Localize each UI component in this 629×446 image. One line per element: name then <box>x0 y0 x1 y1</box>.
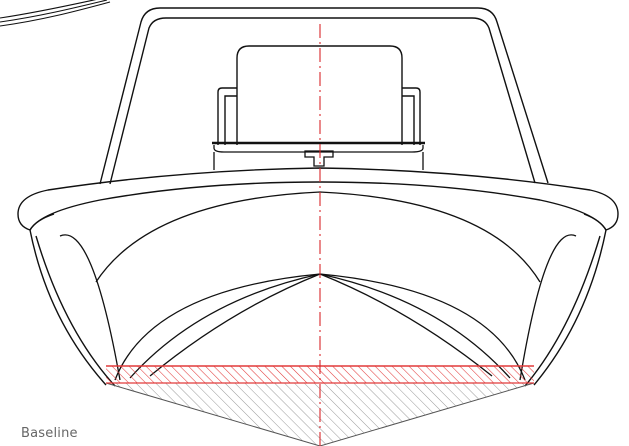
windscreen <box>217 45 421 145</box>
hull-sides <box>29 229 607 387</box>
gunwale-rail <box>17 167 619 231</box>
bow-cleat <box>304 150 334 167</box>
canopy-frame <box>99 7 549 185</box>
corner-arc-fragment <box>0 0 111 27</box>
hull-chine-curves <box>59 191 577 381</box>
console <box>212 141 425 170</box>
baseline-label: Baseline <box>21 426 78 441</box>
